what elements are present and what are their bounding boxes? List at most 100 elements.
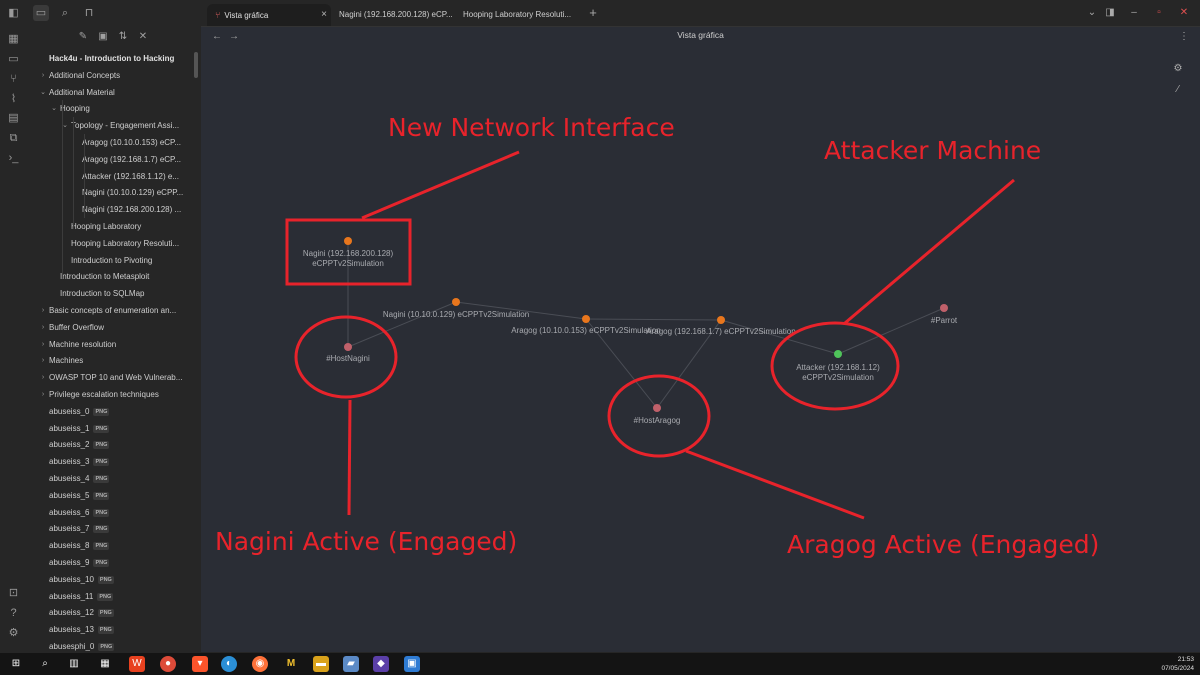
tree-folder[interactable]: ⌄Hooping xyxy=(27,101,197,118)
copy-icon[interactable]: ⧉ xyxy=(9,132,18,144)
tree-folder[interactable]: ⌄Additional Material xyxy=(27,85,197,102)
store-icon[interactable]: ▦ xyxy=(100,658,110,669)
graph-icon[interactable]: ⑂ xyxy=(10,73,17,85)
tree-folder[interactable]: ›Privilege escalation techniques xyxy=(27,387,197,404)
chevron-down-icon[interactable]: ⌄ xyxy=(62,122,68,130)
tree-file[interactable]: Introduction to Metasploit xyxy=(27,269,197,286)
tree-file[interactable]: Introduction to SQLMap xyxy=(27,286,197,303)
tab-hooping[interactable]: Hooping Laboratory Resoluti... xyxy=(455,4,583,26)
tree-folder[interactable]: › OWASP TOP 10 and Web Vulnerab... xyxy=(27,370,197,387)
search-icon[interactable]: ⌕ xyxy=(61,7,69,19)
settings-icon[interactable]: ⚙ xyxy=(8,627,19,639)
firefox-icon[interactable]: ◉ xyxy=(252,656,268,672)
tree-folder[interactable]: ›Machine resolution xyxy=(27,337,197,354)
tab-graph-view[interactable]: ⑂Vista gráfica × xyxy=(207,4,331,26)
vault-switch-icon[interactable]: ⊡ xyxy=(8,587,19,599)
tree-file[interactable]: Aragog (192.168.1.7) eCP... xyxy=(27,152,197,169)
windows-start-icon[interactable]: ⊞ xyxy=(11,658,21,669)
new-tab-icon[interactable]: + xyxy=(589,5,597,20)
chevron-down-icon[interactable]: ⌄ xyxy=(1087,7,1097,18)
chevron-right-icon[interactable]: › xyxy=(41,323,45,331)
magic-wand-icon[interactable]: ⁄ xyxy=(1177,84,1179,95)
sidebar-toggle-icon[interactable]: ◧ xyxy=(8,7,19,19)
tree-folder[interactable]: ›Machines xyxy=(27,353,197,370)
app-icon[interactable]: ◐ xyxy=(221,656,237,672)
obsidian-icon[interactable]: ◆ xyxy=(373,656,389,672)
brave-icon[interactable]: ▾ xyxy=(192,656,208,672)
file-icon[interactable]: ▭ xyxy=(8,53,19,65)
forward-icon[interactable]: → xyxy=(229,31,239,42)
graph-view[interactable]: ← → Vista gráfica ⋮ ⚙ ⁄ xyxy=(201,27,1200,652)
calendar-icon[interactable]: ▤ xyxy=(8,112,19,124)
tree-file[interactable]: Hooping Laboratory Resoluti... xyxy=(27,236,197,253)
tree-file[interactable]: Attacker (192.168.1.12) e... xyxy=(27,169,197,186)
chevron-right-icon[interactable]: › xyxy=(41,71,45,79)
chevron-down-icon[interactable]: ⌄ xyxy=(51,105,57,113)
close-window-icon[interactable]: ✕ xyxy=(1179,7,1189,18)
sort-icon[interactable]: ⇅ xyxy=(118,31,128,42)
back-icon[interactable]: ← xyxy=(212,31,222,42)
chrome-icon[interactable]: ● xyxy=(160,656,176,672)
chevron-down-icon[interactable]: ⌄ xyxy=(40,88,46,96)
tree-folder[interactable]: ⌄Topology - Engagement Assi... xyxy=(27,118,197,135)
tree-folder[interactable]: ›Basic concepts of enumeration an... xyxy=(27,303,197,320)
terminal-icon[interactable]: ›_ xyxy=(8,152,19,164)
new-note-icon[interactable]: ✎ xyxy=(78,31,88,42)
graph-settings-icon[interactable]: ⚙ xyxy=(1173,63,1183,74)
sidebar-right-icon[interactable]: ◨ xyxy=(1105,7,1115,18)
pin-icon[interactable]: ⌇ xyxy=(10,93,17,105)
close-icon[interactable]: × xyxy=(321,9,327,20)
tree-item-label: OWASP TOP 10 and Web Vulnerab... xyxy=(49,373,183,383)
tree-item-label: abuseiss_0 xyxy=(49,406,90,416)
notes-icon[interactable]: ▰ xyxy=(343,656,359,672)
help-icon[interactable]: ? xyxy=(10,607,17,619)
task-view-icon[interactable]: ▥ xyxy=(69,658,79,669)
collapse-icon[interactable]: ✕ xyxy=(138,31,148,42)
brave-wide-icon[interactable]: W xyxy=(129,656,145,672)
chevron-right-icon[interactable]: › xyxy=(41,357,45,365)
more-options-icon[interactable]: ⋮ xyxy=(1179,31,1189,42)
folder-icon[interactable]: ▭ xyxy=(33,5,49,21)
tree-item-label: Hooping xyxy=(60,104,90,114)
tree-item-label: abuseiss_5 xyxy=(49,490,90,500)
tree-folder[interactable]: ›Buffer Overflow xyxy=(27,320,197,337)
file-explorer-icon[interactable]: ▬ xyxy=(313,656,329,672)
tree-item-label: abuseiss_1 xyxy=(49,423,90,433)
tab-nagini[interactable]: Nagini (192.168.200.128) eCP... xyxy=(331,4,457,26)
minimize-icon[interactable]: – xyxy=(1131,7,1137,18)
maximize-icon[interactable]: ▫ xyxy=(1157,7,1161,18)
scrollbar[interactable] xyxy=(194,52,198,78)
tree-folder[interactable]: ›Additional Concepts xyxy=(27,68,197,85)
tree-file[interactable]: Nagini (10.10.0.129) eCPP... xyxy=(27,185,197,202)
chevron-right-icon[interactable]: › xyxy=(41,306,45,314)
tree-file[interactable]: Hooping Laboratory xyxy=(27,219,197,236)
virtualbox-icon[interactable]: ▣ xyxy=(404,656,420,672)
new-folder-icon[interactable]: ▣ xyxy=(98,31,108,42)
search-icon[interactable]: ⌕ xyxy=(42,658,48,669)
grid-icon[interactable]: ▦ xyxy=(8,33,19,45)
tree-file[interactable]: Nagini (192.168.200.128) ... xyxy=(27,202,197,219)
chevron-right-icon[interactable]: › xyxy=(41,340,45,348)
chevron-right-icon[interactable]: › xyxy=(41,374,45,382)
tree-file[interactable]: Aragog (10.10.0.153) eCP... xyxy=(27,135,197,152)
bookmark-icon[interactable]: ⊓ xyxy=(84,7,94,19)
tree-file[interactable]: Introduction to Pivoting xyxy=(27,253,197,270)
m-app-icon[interactable]: M xyxy=(286,658,296,669)
vault-name[interactable]: Hack4u - Introduction to Hacking xyxy=(49,54,175,63)
chevron-right-icon[interactable]: › xyxy=(41,390,45,398)
